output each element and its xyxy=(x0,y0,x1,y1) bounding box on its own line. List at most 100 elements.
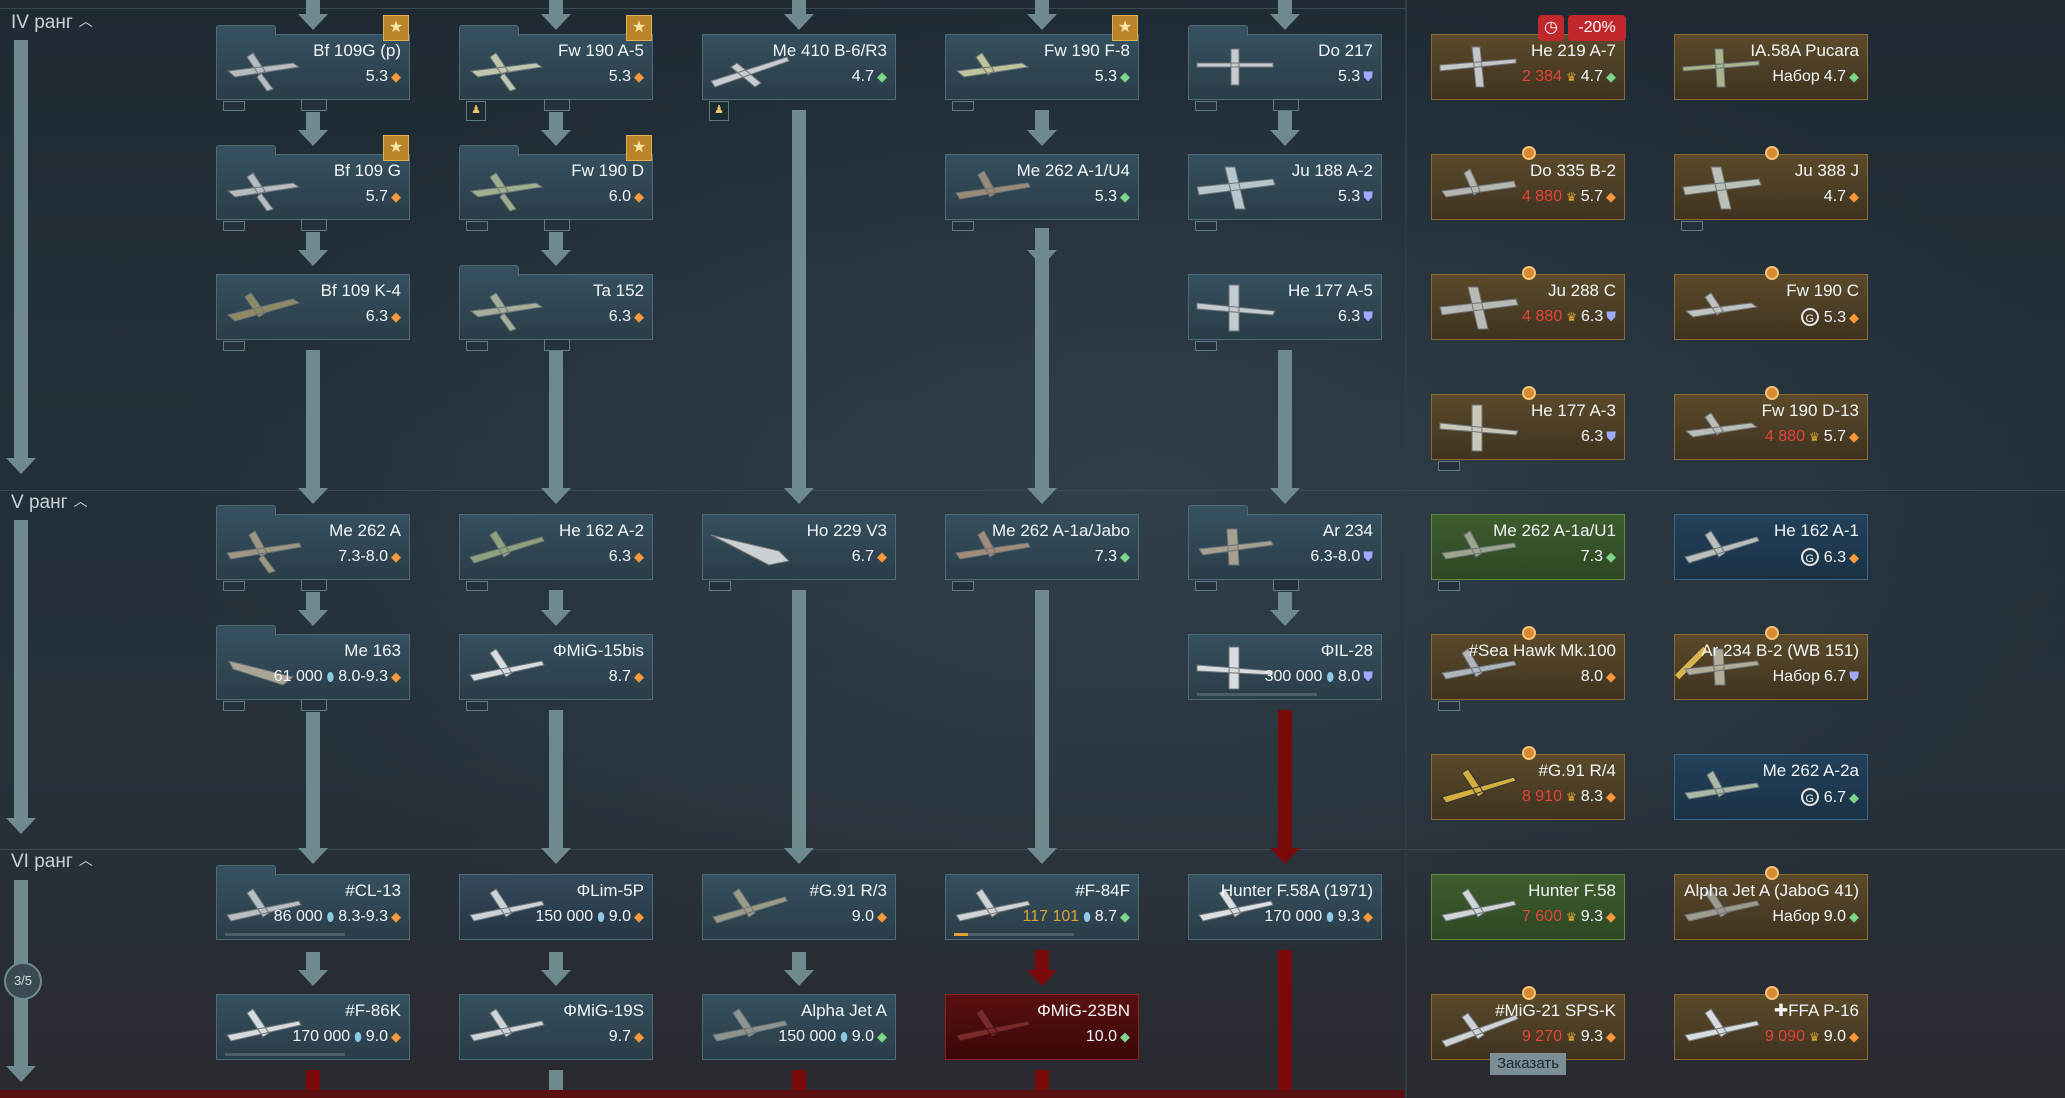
rank-header-iv[interactable]: IV ранг︿ xyxy=(11,12,93,34)
vehicle-card-bf109gp[interactable]: ★ Bf 109G (p) 5.3◆ xyxy=(216,15,410,111)
plane-icon xyxy=(955,170,1031,200)
vehicle-card-fw190f8[interactable]: ★ Fw 190 F-8 5.3◆ xyxy=(945,15,1139,111)
modification-icon: ◆ xyxy=(634,669,644,684)
folder-stack-icon[interactable] xyxy=(301,219,327,231)
folder-stack-icon[interactable] xyxy=(301,99,327,111)
plane-icon xyxy=(1441,768,1517,804)
folder-stack-icon[interactable] xyxy=(301,579,327,591)
rank-header-vi[interactable]: VI ранг︿ xyxy=(11,851,93,873)
vehicle-card-ar234[interactable]: Ar 234 6.3-8.0⛊ xyxy=(1188,505,1382,591)
vehicle-card-me163[interactable]: Me 163 61 000⬮8.0-9.3◆ xyxy=(216,625,410,711)
vehicle-name: He 162 A-1 xyxy=(1773,521,1859,540)
bomber-icon: ⛊ xyxy=(1849,669,1859,684)
research-points: 86 000 xyxy=(273,908,323,925)
vehicle-card-me262a[interactable]: Me 262 A 7.3-8.0◆ xyxy=(216,505,410,591)
tag-icon xyxy=(466,341,488,351)
folder-stack-icon[interactable] xyxy=(301,699,327,711)
battle-rating: 4.7 xyxy=(851,68,874,85)
vehicle-name: Ju 388 J xyxy=(1794,161,1859,180)
vehicle-card-he219[interactable]: ◷ -20% He 219 A-7 2 384♛4.7◆ xyxy=(1431,15,1626,100)
vehicle-card-do335[interactable]: Do 335 B-2 4 880♛5.7◆ xyxy=(1431,146,1625,220)
vehicle-card-seahawk[interactable]: #Sea Hawk Mk.100 8.0◆ xyxy=(1431,626,1625,711)
folder-stack-icon[interactable] xyxy=(1273,579,1299,591)
tag-icon xyxy=(1195,221,1217,231)
vehicle-card-bf109g[interactable]: ★ Bf 109 G 5.7◆ xyxy=(216,135,410,231)
modification-icon: ◆ xyxy=(391,309,401,324)
vehicle-card-hunter[interactable]: Hunter F.58 7 600♛9.3◆ xyxy=(1431,874,1625,940)
vehicle-card-f84f[interactable]: #F-84F 117 101⬮8.7◆ xyxy=(945,874,1139,940)
tree-arrow xyxy=(784,970,814,986)
battle-rating: 9.3 xyxy=(1580,1028,1603,1045)
chevron-up-icon: ︿ xyxy=(78,13,93,29)
research-points-icon: ⬮ xyxy=(1326,910,1334,924)
plane-icon xyxy=(1441,888,1517,922)
tag-icon xyxy=(1438,701,1460,711)
research-points-icon: ⬮ xyxy=(326,670,335,684)
battle-rating: 9.0 xyxy=(1823,908,1846,925)
vehicle-card-he177a3[interactable]: He 177 A-3 6.3⛊ xyxy=(1431,386,1625,471)
plane-icon xyxy=(1196,284,1276,332)
vehicle-card-he162a2[interactable]: He 162 A-2 6.3◆ xyxy=(459,514,653,591)
battle-rating: 8.7 xyxy=(1094,908,1117,925)
vehicle-card-ju288[interactable]: Ju 288 C 4 880♛6.3⛊ xyxy=(1431,266,1625,340)
vehicle-card-me262jabo[interactable]: Me 262 A-1a/Jabo 7.3◆ xyxy=(945,514,1139,591)
vehicle-card-hunter1971[interactable]: Hunter F.58A (1971) 170 000⬮9.3◆ xyxy=(1188,874,1382,940)
vehicle-card-ta152[interactable]: Ta 152 6.3◆ xyxy=(459,265,653,351)
vehicle-card-ffa[interactable]: ✚FFA P-16 9 090♛9.0◆ xyxy=(1674,986,1868,1060)
vehicle-card-mig19[interactable]: ΦMiG-19S 9.7◆ xyxy=(459,994,653,1060)
folder-stack-icon[interactable] xyxy=(544,99,570,111)
tree-line xyxy=(1035,590,1049,850)
bundle-label: Набор xyxy=(1772,908,1820,925)
star-rank-icon: ★ xyxy=(383,135,409,161)
tag-icon xyxy=(1195,341,1217,351)
tree-arrow xyxy=(541,610,571,626)
vehicle-card-fw190d13[interactable]: Fw 190 D-13 4 880♛5.7◆ xyxy=(1674,386,1868,460)
modification-icon: ◆ xyxy=(634,909,644,924)
modification-icon: ◆ xyxy=(1849,69,1859,84)
vehicle-card-me410[interactable]: Me 410 B-6/R3 4.7◆ ♟ xyxy=(702,34,896,121)
folder-stack-icon[interactable] xyxy=(544,339,570,351)
modification-icon: ◆ xyxy=(634,69,644,84)
vehicle-card-fw190a5[interactable]: ★ Fw 190 A-5 5.3◆ ♟ xyxy=(459,15,653,121)
vehicle-card-bf109k4[interactable]: Bf 109 K-4 6.3◆ xyxy=(216,274,410,351)
battle-rating: 4.7 xyxy=(1580,68,1603,85)
folder-stack-icon[interactable] xyxy=(544,219,570,231)
battle-rating: 6.7 xyxy=(1823,668,1847,685)
modification-icon: ◆ xyxy=(1606,549,1616,564)
vehicle-card-me262u1[interactable]: Me 262 A-1a/U1 7.3◆ xyxy=(1431,514,1625,591)
vehicle-card-lim5p[interactable]: ΦLim-5P 150 000⬮9.0◆ xyxy=(459,874,653,940)
vehicle-card-mig21[interactable]: #MiG-21 SPS-K 9 270♛9.3◆ xyxy=(1431,986,1625,1060)
vehicle-name: Me 262 A-1a/U1 xyxy=(1493,521,1616,540)
battle-rating: 8.0 xyxy=(1337,668,1361,685)
vehicle-card-ju188[interactable]: Ju 188 A-2 5.3⛊ xyxy=(1188,154,1382,231)
battle-rating: 6.3 xyxy=(608,548,631,565)
vehicle-card-fw190d[interactable]: ★ Fw 190 D 6.0◆ xyxy=(459,135,653,231)
vehicle-card-alphajet[interactable]: Alpha Jet A 150 000⬮9.0◆ xyxy=(702,994,896,1060)
vehicle-name: Ar 234 B-2 (WB 151) xyxy=(1701,641,1859,660)
vehicle-card-g91r3[interactable]: #G.91 R/3 9.0◆ xyxy=(702,874,896,940)
vehicle-card-f86k[interactable]: #F-86K 170 000⬮9.0◆ xyxy=(216,994,410,1060)
vehicle-card-ju388[interactable]: Ju 388 J 4.7◆ xyxy=(1674,146,1868,231)
vehicle-card-mig23[interactable]: ΦMiG-23BN 10.0◆ xyxy=(945,994,1139,1060)
plane-icon xyxy=(469,888,545,922)
vehicle-name: ✚FFA P-16 xyxy=(1773,1001,1859,1020)
vehicle-card-he177a5[interactable]: He 177 A-5 6.3⛊ xyxy=(1188,274,1382,351)
rank-header-v[interactable]: V ранг︿ xyxy=(11,492,88,514)
vehicle-card-me262a1u4[interactable]: Me 262 A-1/U4 5.3◆ xyxy=(945,154,1139,231)
modification-icon: ◆ xyxy=(391,549,401,564)
order-button[interactable]: Заказать xyxy=(1490,1053,1566,1075)
vehicle-card-g91r4[interactable]: #G.91 R/4 8 910♛8.3◆ xyxy=(1431,746,1625,820)
vehicle-card-il28[interactable]: ΦIL-28 300 000⬮8.0⛊ xyxy=(1188,634,1382,700)
battle-rating: 9.0 xyxy=(851,908,874,925)
folder-stack-icon[interactable] xyxy=(1273,99,1299,111)
vehicle-card-mig15[interactable]: ΦMiG-15bis 8.7◆ xyxy=(459,634,653,711)
vehicle-card-cl13[interactable]: #CL-13 86 000⬮8.3-9.3◆ xyxy=(216,865,410,940)
vehicle-card-do217[interactable]: Do 217 5.3⛊ xyxy=(1188,25,1382,111)
vehicle-card-ho229[interactable]: Ho 229 V3 6.7◆ xyxy=(702,514,896,591)
